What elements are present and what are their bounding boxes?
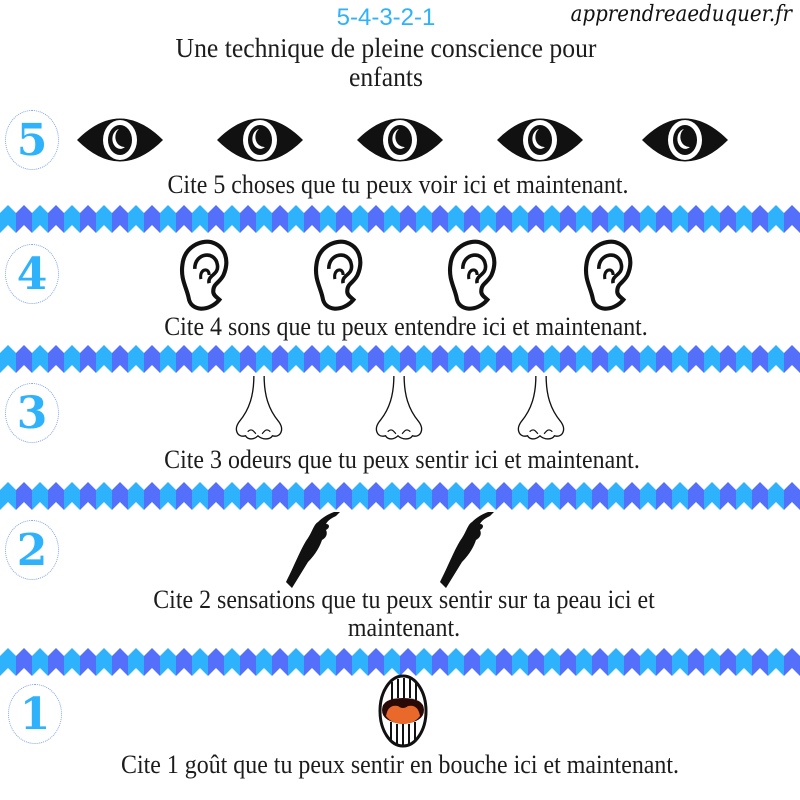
title-line-1: Une technique de pleine conscience pour (175, 33, 597, 63)
ear-icon (446, 238, 498, 312)
nose-icon (233, 374, 285, 442)
step-2-caption: Cite 2 sensations que tu peux sentir sur… (36, 586, 772, 642)
step-number-4: 4 (5, 244, 59, 304)
zigzag-divider (0, 345, 800, 373)
title-line-2: enfants (348, 62, 424, 92)
ear-icon (312, 238, 364, 312)
eye-icon (215, 114, 305, 166)
nose-icon (515, 374, 567, 442)
eye-icon (75, 114, 165, 166)
step-number-5: 5 (5, 110, 59, 170)
zigzag-divider (0, 648, 800, 676)
step-2-caption-line-1: Cite 2 sensations que tu peux sentir sur… (153, 585, 655, 614)
ear-icon (178, 238, 230, 312)
ear-icon (582, 238, 634, 312)
page-title: Une technique de pleine conscience pour … (6, 34, 766, 92)
step-number-2: 2 (5, 520, 59, 580)
step-4-caption: Cite 4 sons que tu peux entendre ici et … (164, 312, 648, 341)
step-5-caption: Cite 5 choses que tu peux voir ici et ma… (167, 170, 629, 199)
step-1-caption: Cite 1 goût que tu peux sentir en bouche… (120, 750, 679, 779)
step-2-caption-line-2: maintenant. (347, 613, 461, 642)
eye-icon (640, 114, 730, 166)
eye-icon (495, 114, 585, 166)
nose-icon (373, 374, 425, 442)
step-3-caption: Cite 3 odeurs que tu peux sentir ici et … (164, 445, 640, 474)
step-number-3: 3 (5, 383, 59, 443)
eye-icon (355, 114, 445, 166)
mouth-icon (378, 674, 428, 748)
zigzag-divider (0, 205, 800, 233)
zigzag-divider (0, 482, 800, 510)
sequence-heading: 5-4-3-2-1 (336, 4, 436, 31)
site-logo: apprendreaeduquer.fr (570, 2, 792, 27)
hand-icon (282, 512, 346, 588)
step-number-1: 1 (8, 684, 62, 744)
hand-icon (436, 512, 500, 588)
